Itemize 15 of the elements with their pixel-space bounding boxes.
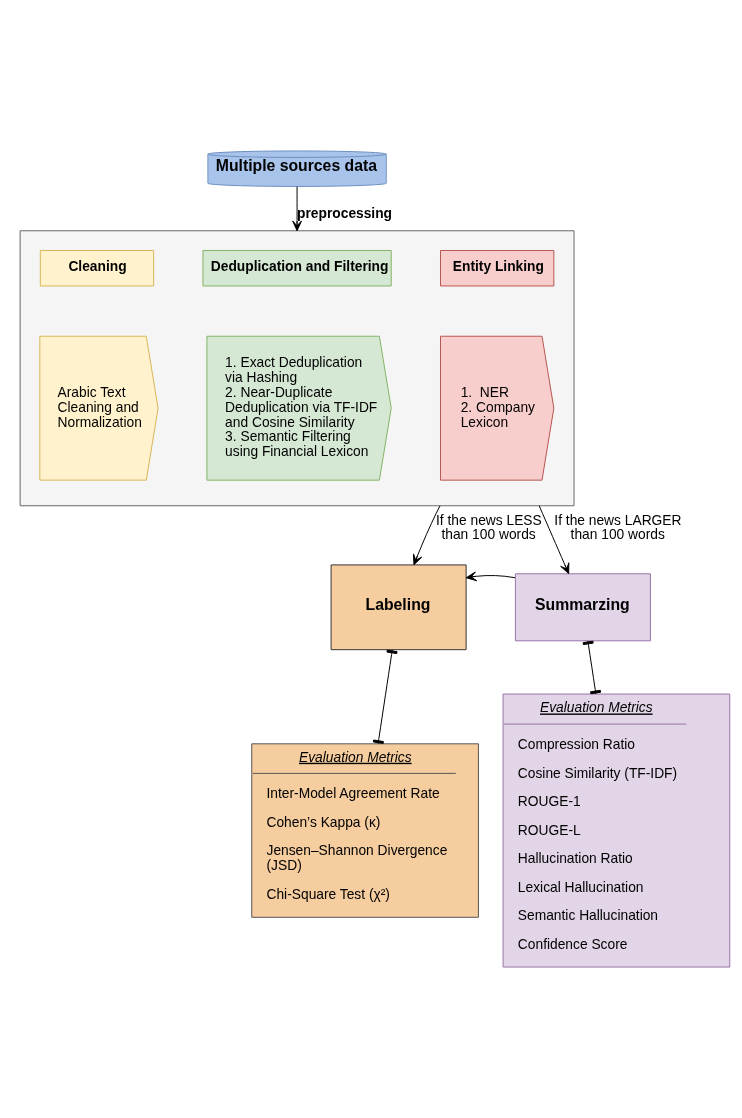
node-box: Entity Linking xyxy=(440,250,555,287)
edge-label: If the news LARGER than 100 words xyxy=(554,512,682,543)
arrow xyxy=(412,505,441,566)
arrow xyxy=(538,505,570,575)
edge-label: preprocessing xyxy=(297,206,393,222)
node-box: Summarzing xyxy=(514,573,651,642)
cluster xyxy=(19,230,575,507)
node-box: Labeling xyxy=(330,564,467,651)
connector xyxy=(582,640,602,695)
connector xyxy=(372,649,398,745)
node-box: Deduplication and Filtering xyxy=(202,250,392,287)
edge-label: If the news LESS than 100 words xyxy=(436,512,542,543)
arrow xyxy=(465,571,516,582)
arrow xyxy=(292,186,302,232)
node-box: Cleaning xyxy=(39,250,155,287)
